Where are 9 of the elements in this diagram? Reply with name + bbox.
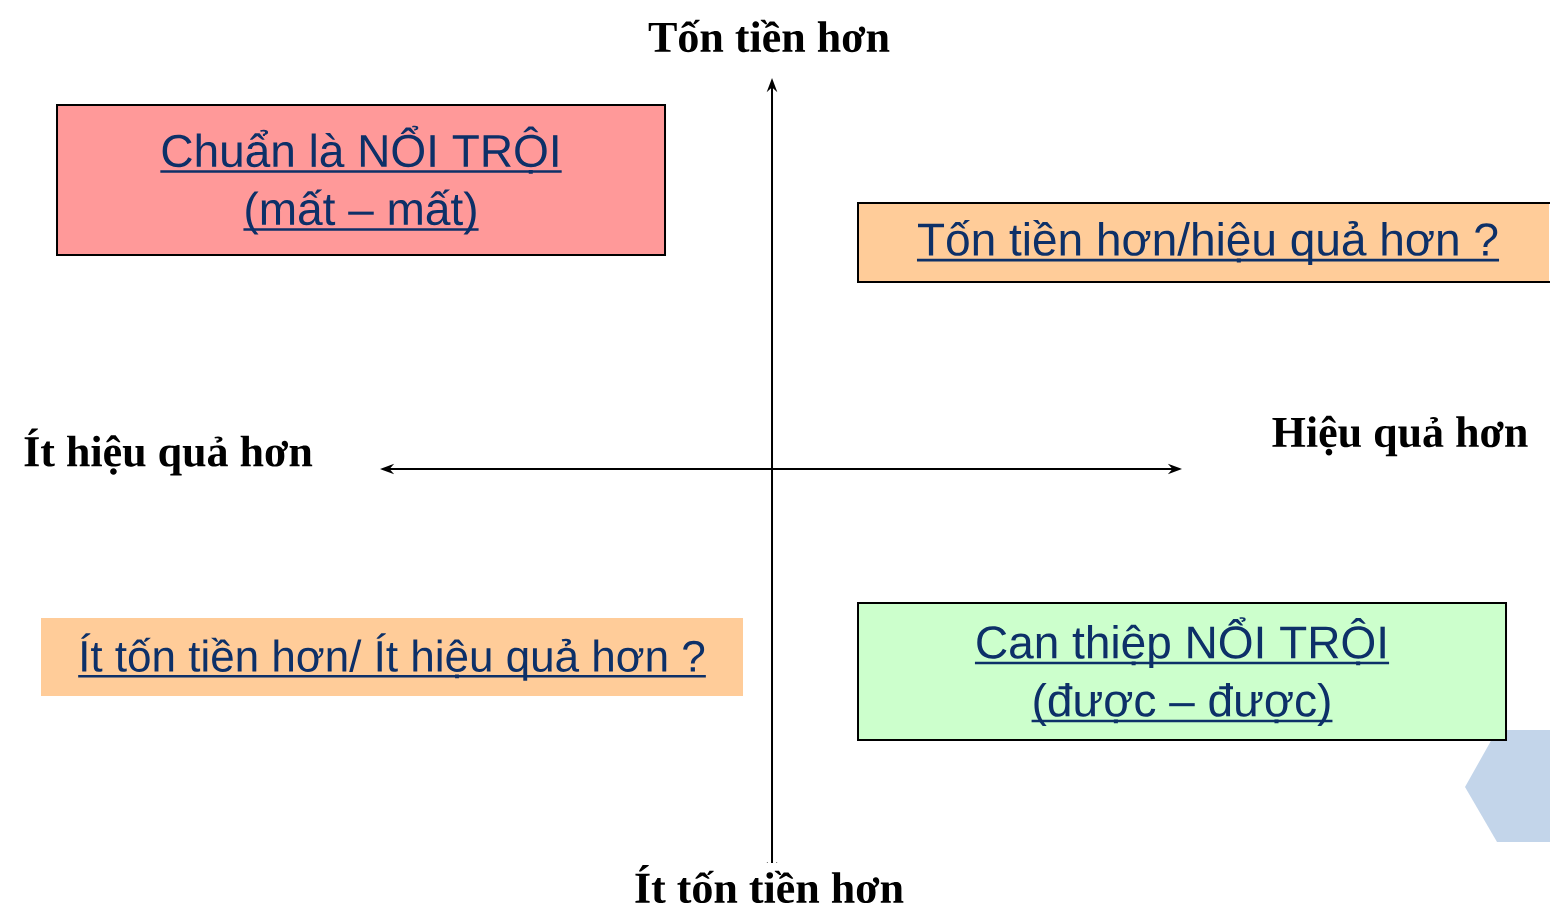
label-box: Chuẩn là NỔI TRỘI (mất – mất) — [56, 104, 666, 256]
label-box: Can thiệp NỔI TRỘI (được – được) — [857, 602, 1507, 741]
label-box: Tốn tiền hơn/hiệu quả hơn ? — [857, 202, 1550, 283]
label-box: Ít tốn tiền hơn/ Ít hiệu quả hơn ? — [41, 618, 743, 696]
axis-label: Ít tốn tiền hơn — [632, 862, 907, 903]
hexagon-shape — [1465, 730, 1550, 842]
axis-label: Hiệu quả hơn — [1269, 413, 1531, 459]
axis-label: Ít hiệu quả hơn — [21, 426, 315, 478]
axis-label: Tốn tiền hơn — [646, 17, 892, 55]
